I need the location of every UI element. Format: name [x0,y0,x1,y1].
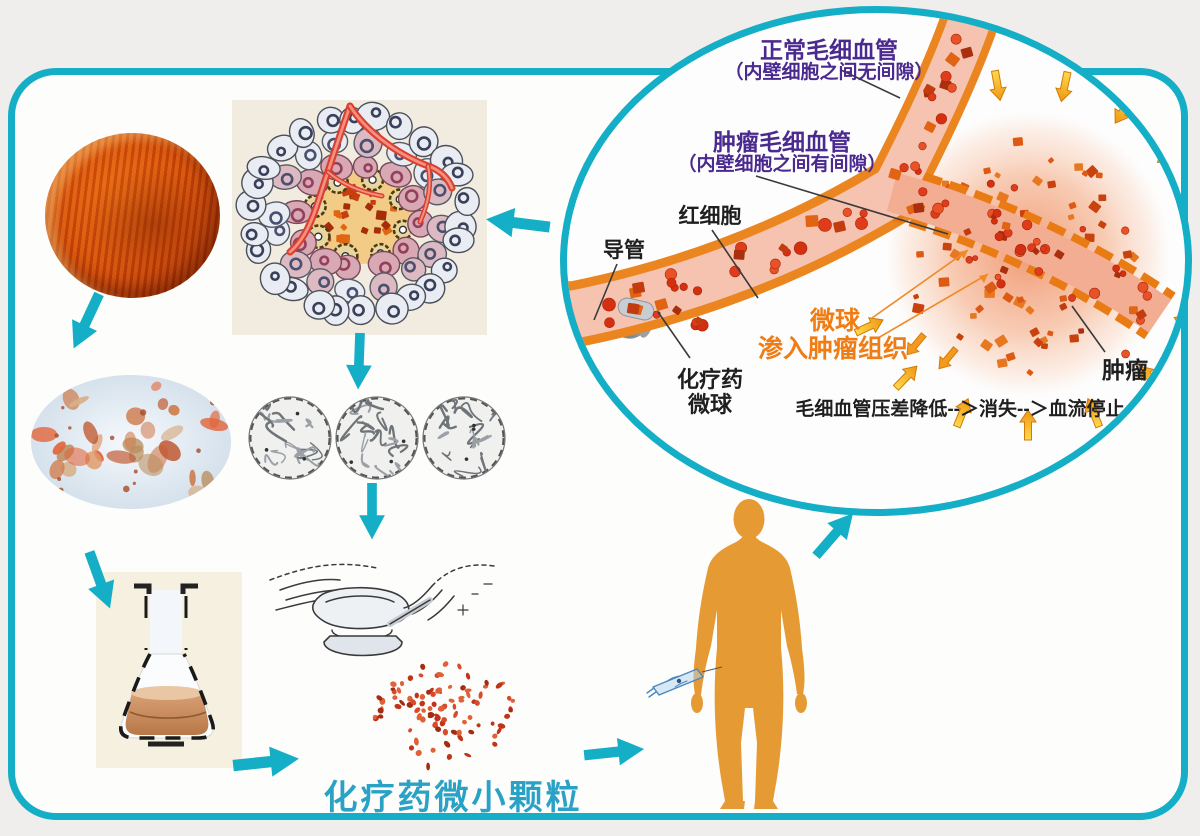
label-chemo-microsphere-line1: 化疗药 [676,367,744,392]
mechanism-inset-circle: 正常毛细血管 （内壁细胞之间无间隙） 肿瘤毛细血管 （内壁细胞之间有间隙） 红细… [560,6,1192,516]
microsphere-pointer-arrows [871,249,989,370]
microspheres-image [248,396,506,480]
arrow-microscopy-to-flask-icon [72,545,129,616]
label-pressure-note: 毛细血管压差降低--＞消失--＞血流停止 [795,399,1125,420]
label-catheter: 导管 [603,239,645,262]
label-microsphere-line2: 渗入肿瘤组织 [757,335,909,363]
arrow-human-to-inset-icon [802,500,869,569]
microscopy-particles-image [31,375,231,509]
label-microsphere-line1: 微球 [809,307,861,335]
flask-panel [96,572,242,768]
arrow-inset-to-cluster-icon [482,200,552,246]
arrow-particles-to-human-icon [582,730,648,774]
human-figure [691,499,807,809]
tumor-cell-cluster-illustration [232,100,487,335]
label-normal-vessel-line2: （内壁细胞之间无间隙） [724,62,934,83]
hands-sketch [269,563,495,657]
arrow-flask-to-particles-icon [231,740,303,785]
arrow-petri-to-microscopy-icon [56,286,117,358]
drug-particles-cloud [372,661,516,771]
cell-cluster-panel [232,100,487,335]
arrow-cluster-to-spheres-icon [339,332,379,391]
vessel-tumor-artwork [567,13,1185,441]
petri-dish-image [45,133,220,298]
arrow-spheres-to-hands-icon [353,483,391,541]
label-pointer-lines [593,69,1106,359]
flask-illustration [119,583,215,747]
caption-chemo-particles: 化疗药微小颗粒 [323,779,583,817]
label-tumor-vessel-line1: 肿瘤毛细血管 [713,129,851,155]
label-tumor-vessel-line2: （内壁细胞之间有间隙） [677,154,887,175]
label-tumor: 肿瘤 [1102,357,1148,383]
syringe-sketch [646,666,723,698]
label-normal-vessel-line1: 正常毛细血管 [760,37,898,63]
label-red-blood-cell: 红细胞 [678,205,742,228]
label-chemo-microsphere-line2: 微球 [687,392,733,417]
